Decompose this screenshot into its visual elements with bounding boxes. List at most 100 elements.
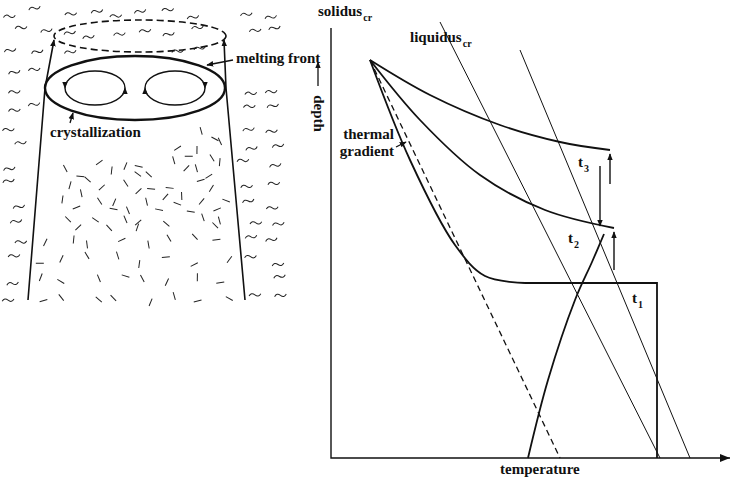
texture-stroke bbox=[274, 292, 286, 298]
texture-stroke bbox=[76, 176, 84, 178]
texture-stroke bbox=[44, 239, 48, 246]
time-label: t bbox=[578, 154, 583, 171]
texture-stroke bbox=[124, 162, 127, 169]
texture-stroke bbox=[272, 142, 284, 149]
texture-stroke bbox=[62, 195, 63, 203]
texture-stroke bbox=[211, 137, 218, 141]
texture-stroke bbox=[265, 236, 277, 243]
axis-arrow bbox=[720, 454, 730, 462]
texture-stroke bbox=[245, 234, 257, 241]
texture-stroke bbox=[40, 299, 48, 301]
texture-stroke bbox=[272, 221, 284, 227]
leader-line bbox=[396, 142, 406, 147]
texture-stroke bbox=[163, 221, 169, 226]
texture-stroke bbox=[59, 294, 64, 300]
texture-stroke bbox=[2, 127, 14, 133]
dashed-ellipse bbox=[54, 20, 226, 52]
texture-stroke bbox=[163, 194, 168, 200]
texture-stroke bbox=[237, 158, 249, 164]
texture-stroke bbox=[210, 155, 214, 162]
texture-stroke bbox=[135, 220, 141, 225]
texture-stroke bbox=[92, 218, 99, 223]
texture-stroke bbox=[8, 253, 20, 259]
subscript: 2 bbox=[574, 239, 579, 251]
texture-stroke bbox=[82, 34, 94, 41]
thermal-profiles bbox=[370, 60, 657, 458]
texture-stroke bbox=[80, 189, 82, 197]
texture-stroke bbox=[28, 4, 40, 11]
texture-stroke bbox=[28, 66, 40, 72]
texture-stroke bbox=[146, 172, 152, 177]
subscript: 1 bbox=[638, 299, 643, 311]
axis-label: depth bbox=[309, 96, 326, 133]
time-arrow bbox=[609, 154, 610, 184]
texture-stroke bbox=[265, 14, 277, 21]
texture-stroke bbox=[57, 279, 64, 283]
texture-stroke bbox=[8, 89, 20, 95]
texture-stroke bbox=[2, 297, 14, 303]
texture-stroke bbox=[15, 25, 27, 31]
texture-stroke bbox=[245, 90, 257, 96]
texture-stroke bbox=[209, 185, 213, 192]
texture-stroke bbox=[273, 273, 285, 280]
texture-stroke bbox=[222, 199, 229, 202]
time-label: t bbox=[632, 290, 637, 307]
texture-stroke bbox=[15, 239, 27, 245]
texture-stroke bbox=[194, 300, 202, 302]
texture-stroke bbox=[162, 31, 174, 38]
axis-label: temperature bbox=[500, 461, 580, 478]
thermal-profile bbox=[370, 60, 614, 228]
texture-stroke bbox=[146, 198, 148, 206]
texture-stroke bbox=[73, 236, 75, 244]
texture-stroke bbox=[2, 177, 14, 184]
thermal-profile bbox=[370, 60, 525, 283]
ascent-path bbox=[28, 40, 54, 300]
texture-stroke bbox=[113, 31, 125, 37]
texture-stroke bbox=[111, 295, 117, 301]
texture-stroke bbox=[195, 164, 197, 172]
texture-stroke bbox=[167, 235, 171, 242]
texture-stroke bbox=[242, 197, 254, 204]
texture-stroke bbox=[249, 292, 261, 298]
texture-stroke bbox=[219, 158, 221, 166]
texture-stroke bbox=[86, 240, 88, 248]
thermal-profile bbox=[525, 283, 657, 458]
texture-stroke bbox=[63, 29, 75, 36]
subscript: cr bbox=[463, 38, 472, 50]
curve-label: liquidus bbox=[410, 29, 462, 46]
texture-stroke bbox=[226, 297, 233, 301]
texture-stroke bbox=[60, 255, 63, 262]
thermal-profile bbox=[528, 234, 604, 458]
texture-stroke bbox=[212, 223, 218, 229]
leader-line bbox=[70, 113, 73, 123]
texture-stroke bbox=[200, 127, 202, 135]
callout-label: melting front bbox=[236, 50, 320, 67]
texture-stroke bbox=[116, 252, 118, 260]
rock-texture bbox=[2, 4, 287, 306]
texture-stroke bbox=[249, 27, 261, 33]
texture-stroke bbox=[242, 126, 254, 133]
texture-stroke bbox=[14, 140, 26, 146]
texture-stroke bbox=[165, 278, 168, 285]
texture-stroke bbox=[40, 27, 52, 34]
texture-stroke bbox=[140, 275, 144, 282]
texture-stroke bbox=[266, 205, 278, 211]
initial-gradient bbox=[370, 60, 560, 458]
texture-stroke bbox=[187, 14, 199, 21]
time-arrow bbox=[599, 166, 600, 226]
callout-label: thermal gradient bbox=[334, 126, 394, 161]
texture-stroke bbox=[218, 217, 220, 225]
time-label: t bbox=[568, 230, 573, 247]
texture-stroke bbox=[212, 239, 220, 241]
texture-stroke bbox=[97, 275, 100, 282]
texture-stroke bbox=[216, 282, 224, 283]
axis bbox=[331, 28, 730, 458]
texture-stroke bbox=[197, 273, 198, 281]
texture-stroke bbox=[181, 192, 182, 200]
texture-stroke bbox=[147, 188, 155, 190]
texture-stroke bbox=[96, 160, 102, 165]
texture-stroke bbox=[99, 185, 105, 190]
texture-stroke bbox=[161, 7, 173, 13]
texture-stroke bbox=[268, 24, 280, 31]
texture-stroke bbox=[106, 225, 111, 231]
